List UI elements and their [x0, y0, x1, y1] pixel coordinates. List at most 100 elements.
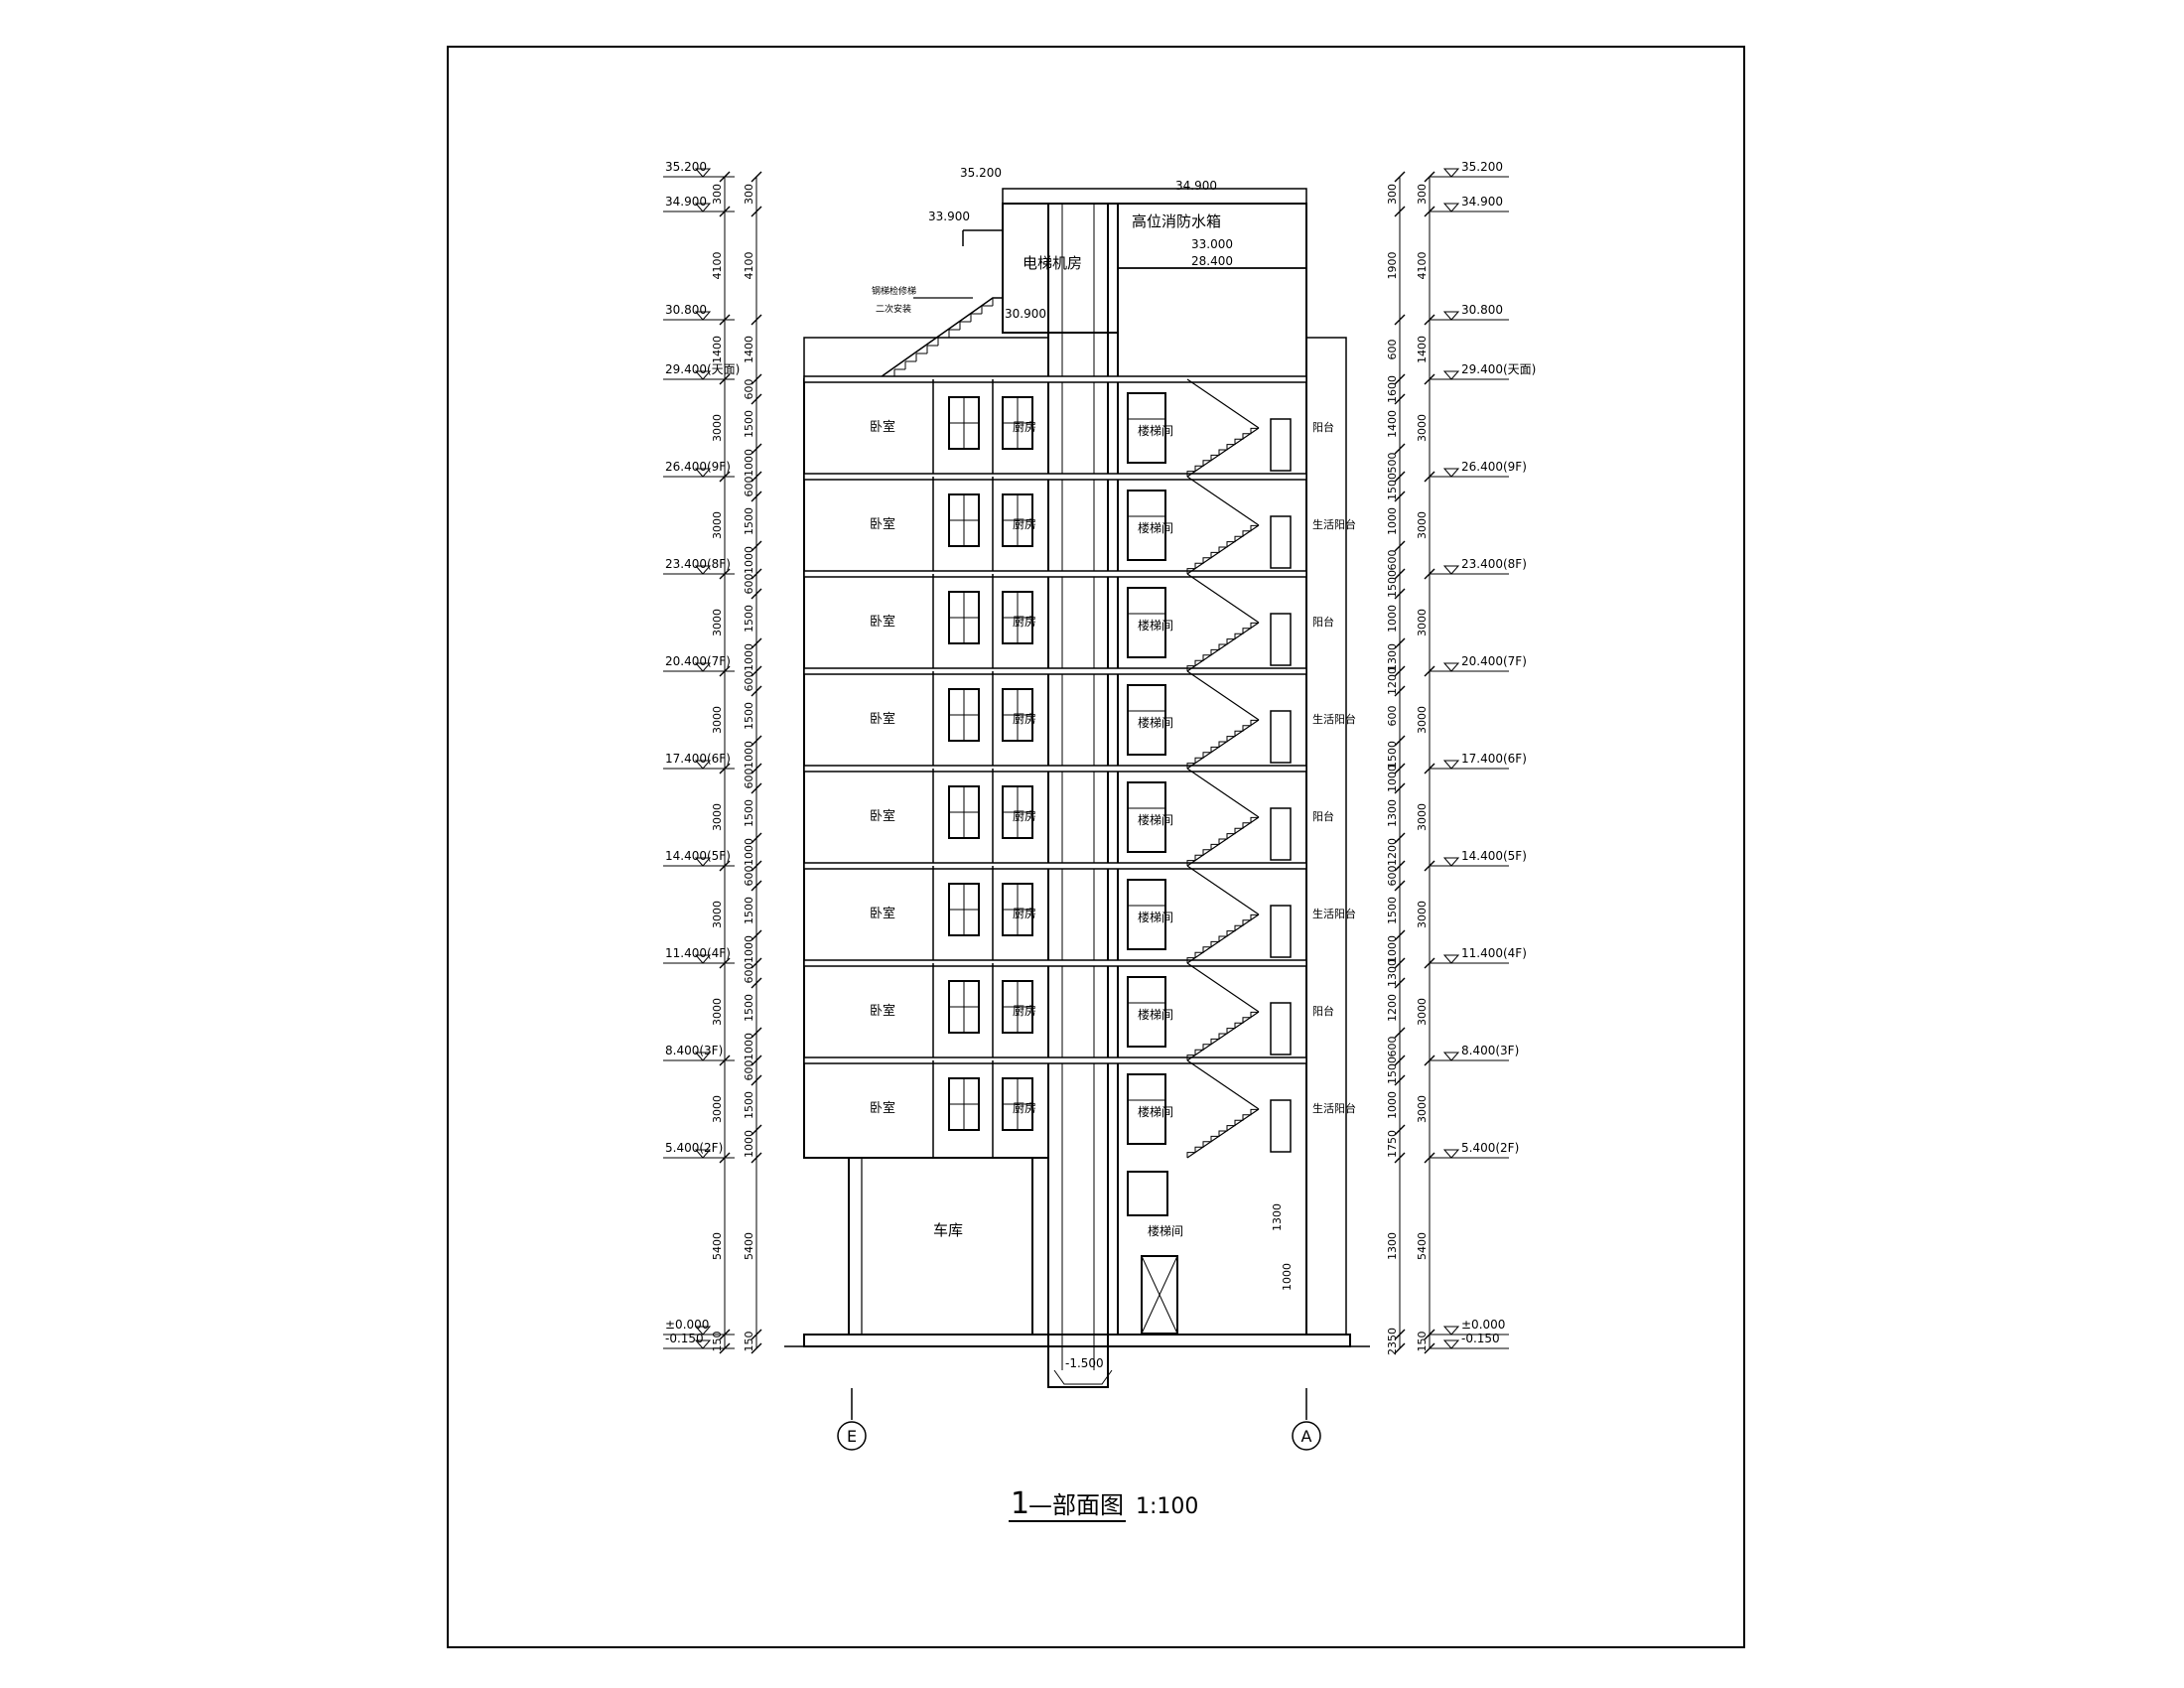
level-triangle-right [1442, 1339, 1460, 1349]
dim-tick [1394, 491, 1406, 502]
kitchen-label: 厨房 [1013, 906, 1036, 920]
dim-value: 1300 [1386, 959, 1399, 987]
dim-tick [1394, 1124, 1406, 1136]
bedroom-label: 卧室 [870, 711, 895, 727]
drawing-scale: 1:100 [1136, 1494, 1198, 1519]
level-triangle-left [694, 565, 712, 575]
level-label-left: 17.400(6F) [665, 752, 731, 766]
kitchen-label: 厨房 [1013, 516, 1036, 531]
balcony-label: 阳台 [1312, 420, 1334, 434]
dim-tick [1394, 393, 1406, 405]
bedroom-label: 卧室 [870, 906, 895, 921]
dim-tick [751, 393, 762, 405]
dim-tick [1424, 568, 1435, 580]
dim-value: 1000 [1386, 605, 1399, 633]
stair-window [1127, 392, 1166, 464]
dim-tick [1424, 763, 1435, 774]
level-label-right: 11.400(4F) [1461, 946, 1527, 960]
dim-tick [751, 568, 762, 580]
dim-tick [751, 171, 762, 183]
level-triangle-left [694, 1052, 712, 1061]
stair-stringer [1186, 719, 1260, 770]
level-label-left: ±0.000 [665, 1318, 709, 1332]
dim-tick [1394, 735, 1406, 747]
stair-stringer [1186, 573, 1260, 624]
dim-value: 600 [1386, 340, 1399, 360]
dim-tick [1394, 588, 1406, 600]
dim-value: 1000 [743, 449, 755, 477]
level-label-left: 29.400(天面) [665, 362, 740, 376]
right-window [1270, 613, 1292, 666]
level-label-right: -0.150 [1461, 1332, 1500, 1345]
dim-value: 3000 [1416, 609, 1429, 636]
stair-window [1127, 587, 1166, 658]
level-triangle-right [1442, 1052, 1460, 1061]
door-swing [1141, 1255, 1178, 1335]
stair-stringer [1186, 768, 1260, 818]
level-label-left: 30.800 [665, 303, 707, 317]
dim-tick [1394, 977, 1406, 989]
level-triangle-left [694, 954, 712, 964]
dim-tick [1394, 860, 1406, 872]
dim-value: 1000 [743, 643, 755, 671]
dim-tick [719, 1342, 731, 1354]
stair-label-ground: 楼梯间 [1148, 1223, 1183, 1238]
grid-label-a: A [1301, 1427, 1312, 1446]
dim-value: 1200 [1386, 994, 1399, 1022]
dim-tick [1394, 929, 1406, 941]
dim-value: 3000 [1416, 414, 1429, 442]
dim-tick [1424, 957, 1435, 969]
dim-tick [1424, 665, 1435, 677]
dim-value: 1300 [1386, 1232, 1399, 1260]
level-label-left: 11.400(4F) [665, 946, 731, 960]
dim-value: 600 [743, 477, 755, 497]
stair-stringer [1186, 1059, 1260, 1110]
dim-tick [751, 1152, 762, 1164]
roof-top-level: 34.900 [1175, 179, 1217, 193]
level-triangle-right [1442, 468, 1460, 478]
stair-dim: 1000 [1281, 1263, 1294, 1291]
dim-tick [719, 665, 731, 677]
right-window [1270, 1002, 1292, 1055]
balcony-label: 生活阳台 [1312, 1101, 1356, 1115]
dim-tick [751, 880, 762, 892]
dim-tick [1424, 1342, 1435, 1354]
stair-flight [1186, 622, 1259, 671]
level-triangle-left [694, 168, 712, 178]
stair-flight [1186, 816, 1259, 866]
kitchen-label: 厨房 [1013, 1100, 1036, 1115]
dim-value: 1500 [743, 994, 755, 1022]
dim-tick [751, 860, 762, 872]
grid-bubble-a [1292, 1421, 1321, 1451]
stair-window [1127, 781, 1166, 853]
dim-value: 1200 [1386, 667, 1399, 695]
dim-tick [1424, 206, 1435, 217]
roof-access-note: 钢梯检修梯 [872, 285, 916, 297]
stair-stringer [1186, 427, 1260, 478]
dim-tick [1424, 471, 1435, 483]
floor-slab [803, 862, 1307, 870]
dim-value: 600 [1386, 866, 1399, 887]
ground-slab [803, 1334, 1351, 1347]
dim-tick [751, 735, 762, 747]
stair-stringer [1186, 816, 1260, 867]
dim-value: 300 [743, 184, 755, 205]
dim-value: 3000 [1416, 1095, 1429, 1123]
level-triangle-left [694, 1326, 712, 1336]
dim-tick [1394, 314, 1406, 326]
dim-tick [1394, 206, 1406, 217]
roof-slab-level: 30.900 [1005, 307, 1046, 321]
level-label-right: 35.200 [1461, 160, 1503, 174]
kitchen-label: 厨房 [1013, 419, 1036, 434]
dim-tick [1394, 665, 1406, 677]
dim-value: 150 [743, 1332, 755, 1352]
dim-value: 1500 [1386, 570, 1399, 598]
floor-slab [803, 570, 1307, 578]
stair-window [1127, 976, 1166, 1048]
dim-tick [751, 1329, 762, 1340]
dim-value: 3000 [711, 1095, 724, 1123]
stair-stringer [1186, 865, 1260, 915]
bedroom-label: 卧室 [870, 614, 895, 630]
right-balcony-strip [1305, 337, 1347, 1336]
bedroom-label: 卧室 [870, 1100, 895, 1116]
